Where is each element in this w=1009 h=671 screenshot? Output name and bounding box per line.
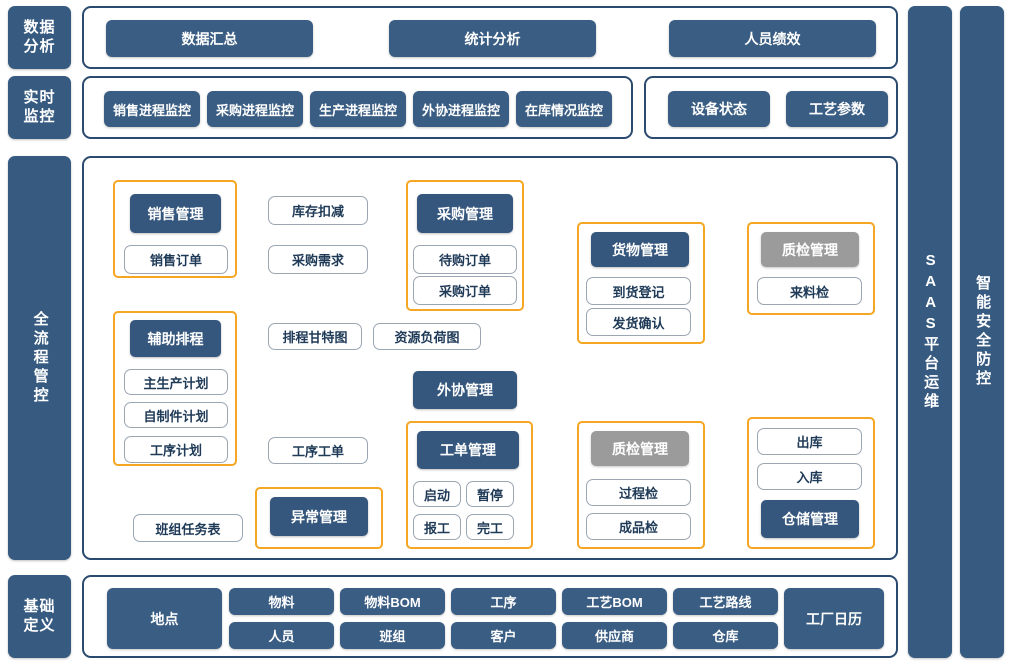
node-exception-management[interactable]: 异常管理 <box>270 497 368 536</box>
basic-item-process-bom[interactable]: 工艺BOM <box>562 588 667 615</box>
node-warehouse-management[interactable]: 仓储管理 <box>761 500 859 538</box>
group-assist-scheduling <box>113 311 237 466</box>
band-label-realtime-monitor: 实时 监控 <box>8 76 71 139</box>
node-scheduling-gantt[interactable]: 排程甘特图 <box>268 323 362 350</box>
basic-item-material[interactable]: 物料 <box>229 588 334 615</box>
band-label-line2: 定义 <box>23 616 56 634</box>
node-qc-management-process[interactable]: 质检管理 <box>591 431 689 466</box>
basic-item-material-bom[interactable]: 物料BOM <box>340 588 445 615</box>
band-label-line1: 实时 <box>23 89 56 107</box>
band-label-full-process: 全流程管控 <box>8 156 71 560</box>
node-goods-management[interactable]: 货物管理 <box>591 232 689 267</box>
node-incoming-inspection[interactable]: 来料检 <box>757 277 862 305</box>
basic-item-personnel[interactable]: 人员 <box>229 622 334 649</box>
band-label-line2: 分析 <box>23 37 56 55</box>
node-master-production-plan[interactable]: 主生产计划 <box>124 369 228 395</box>
node-pending-order[interactable]: 待购订单 <box>413 245 517 274</box>
node-sales-management[interactable]: 销售管理 <box>130 194 221 233</box>
node-purchase-demand[interactable]: 采购需求 <box>268 245 368 274</box>
band-label-data-analysis: 数据 分析 <box>8 6 71 69</box>
band-label-line1: 基础 <box>23 598 56 616</box>
monitor-item-sales[interactable]: 销售进程监控 <box>104 91 200 127</box>
group-warehouse-management <box>747 417 875 549</box>
rail-saas-platform[interactable]: SAAS平台运维 <box>908 6 952 658</box>
node-wo-start[interactable]: 启动 <box>413 481 461 507</box>
band-label-line2: 监控 <box>23 107 56 125</box>
basic-item-factory-calendar[interactable]: 工厂日历 <box>784 588 884 649</box>
node-outbound[interactable]: 出库 <box>757 428 862 455</box>
node-finished-goods-inspection[interactable]: 成品检 <box>586 513 691 540</box>
monitor-item-purchase[interactable]: 采购进程监控 <box>207 91 303 127</box>
node-process-work-order[interactable]: 工序工单 <box>268 437 368 464</box>
group-goods-management <box>577 222 705 344</box>
node-wo-report[interactable]: 报工 <box>413 514 461 540</box>
node-wo-pause[interactable]: 暂停 <box>466 481 514 507</box>
rail-label: 智能安全防控 <box>974 275 992 389</box>
basic-item-supplier[interactable]: 供应商 <box>562 622 667 649</box>
data-analysis-panel: 数据汇总 统计分析 人员绩效 <box>82 6 898 69</box>
node-inbound[interactable]: 入库 <box>757 463 862 490</box>
node-wo-complete[interactable]: 完工 <box>466 514 514 540</box>
basic-item-process[interactable]: 工序 <box>451 588 556 615</box>
group-qc-process <box>577 421 705 549</box>
data-analysis-item-2[interactable]: 人员绩效 <box>669 20 876 57</box>
group-purchase-management <box>406 180 524 311</box>
node-arrival-registration[interactable]: 到货登记 <box>586 277 691 305</box>
basic-item-customer[interactable]: 客户 <box>451 622 556 649</box>
basic-item-warehouse[interactable]: 仓库 <box>673 622 778 649</box>
group-work-order-management <box>406 421 533 549</box>
group-exception-management <box>255 487 383 549</box>
node-qc-management-incoming[interactable]: 质检管理 <box>761 232 859 267</box>
basic-item-location[interactable]: 地点 <box>107 588 222 649</box>
node-outsourcing-management[interactable]: 外协管理 <box>413 371 517 409</box>
group-sales-management <box>113 180 237 278</box>
node-process-plan[interactable]: 工序计划 <box>124 436 228 463</box>
node-purchase-management[interactable]: 采购管理 <box>417 194 513 233</box>
realtime-monitor-panel-b: 设备状态 工艺参数 <box>644 76 898 139</box>
monitor-item-stock[interactable]: 在库情况监控 <box>516 91 612 127</box>
basic-item-process-route[interactable]: 工艺路线 <box>673 588 778 615</box>
basic-definition-panel: 地点 物料 物料BOM 工序 工艺BOM 工艺路线 人员 班组 客户 供应商 仓… <box>82 575 898 658</box>
node-work-order-management[interactable]: 工单管理 <box>417 431 519 469</box>
monitor-item-process-params[interactable]: 工艺参数 <box>786 91 888 127</box>
node-inventory-deduction[interactable]: 库存扣减 <box>268 196 368 225</box>
monitor-item-outsourcing[interactable]: 外协进程监控 <box>413 91 509 127</box>
band-label-basic-definition: 基础 定义 <box>8 575 71 658</box>
realtime-monitor-panel-a: 销售进程监控 采购进程监控 生产进程监控 外协进程监控 在库情况监控 <box>82 76 633 139</box>
band-label-text: 全流程管控 <box>31 310 49 406</box>
data-analysis-item-1[interactable]: 统计分析 <box>389 20 596 57</box>
rail-label: SAAS平台运维 <box>922 252 940 412</box>
band-label-line1: 数据 <box>23 19 56 37</box>
node-assist-scheduling[interactable]: 辅助排程 <box>130 320 221 357</box>
basic-item-team[interactable]: 班组 <box>340 622 445 649</box>
group-qc-incoming <box>747 222 875 315</box>
node-in-process-inspection[interactable]: 过程检 <box>586 479 691 506</box>
node-sales-order[interactable]: 销售订单 <box>124 245 228 274</box>
node-self-made-parts-plan[interactable]: 自制件计划 <box>124 402 228 428</box>
node-purchase-order[interactable]: 采购订单 <box>413 276 517 305</box>
node-shipment-confirmation[interactable]: 发货确认 <box>586 308 691 336</box>
monitor-item-equipment-status[interactable]: 设备状态 <box>668 91 770 127</box>
monitor-item-production[interactable]: 生产进程监控 <box>310 91 406 127</box>
node-resource-load-chart[interactable]: 资源负荷图 <box>373 323 481 350</box>
rail-intelligent-security[interactable]: 智能安全防控 <box>960 6 1004 658</box>
node-team-task-sheet[interactable]: 班组任务表 <box>133 514 243 542</box>
data-analysis-item-0[interactable]: 数据汇总 <box>106 20 313 57</box>
